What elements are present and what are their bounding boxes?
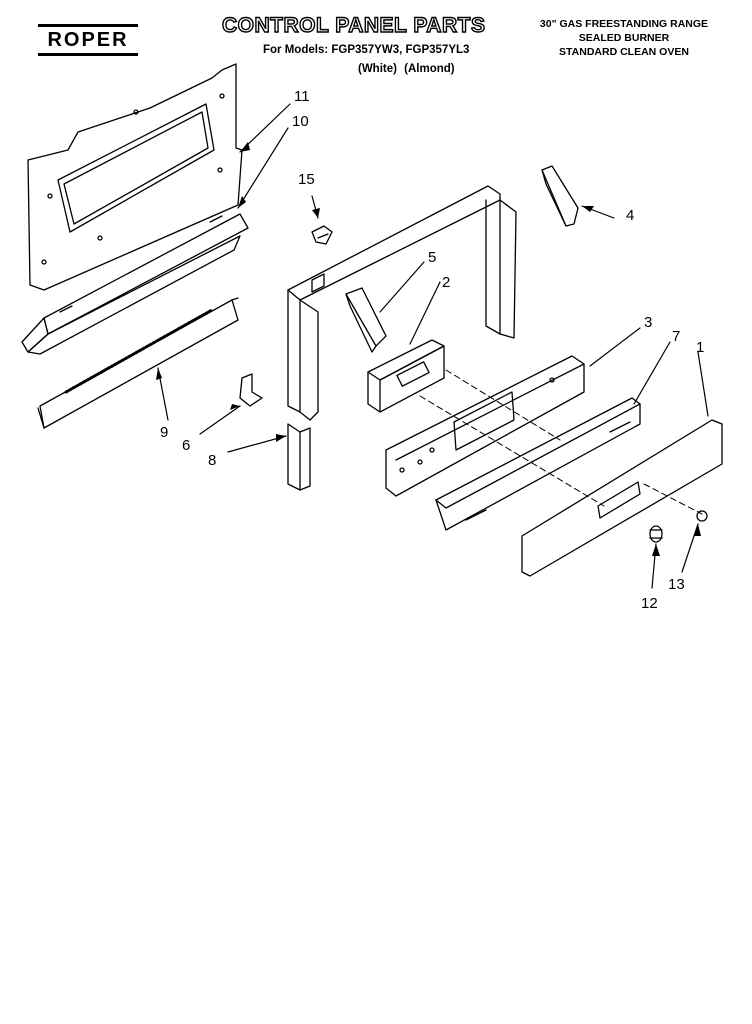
part-6-bracket <box>239 373 263 407</box>
callout-12: 12 <box>641 595 658 612</box>
part-3-panel-bracket <box>385 355 585 497</box>
model-numbers: For Models: FGP357YW3, FGP357YL3 <box>263 44 470 56</box>
callout-2: 2 <box>442 274 450 291</box>
part-11-control-panel-back <box>27 63 243 291</box>
part-13-cap <box>696 510 708 522</box>
page-title: CONTROL PANEL PARTS <box>221 13 486 37</box>
callout-8: 8 <box>208 452 216 469</box>
callout-15: 15 <box>298 171 315 188</box>
brand-logo: ROPER <box>38 24 138 56</box>
callout-5: 5 <box>428 249 436 266</box>
product-description: 30" GAS FREESTANDING RANGE SEALED BURNER… <box>525 17 723 59</box>
part-1-control-panel <box>521 419 723 577</box>
description-line: SEALED BURNER <box>578 32 670 44</box>
part-5-trim <box>345 287 387 353</box>
part-10-trim-strip <box>21 213 249 355</box>
part-8-side-frame <box>287 185 517 491</box>
callout-4: 4 <box>626 207 634 224</box>
callout-13: 13 <box>668 576 685 593</box>
model-colors: (White) (Almond) <box>358 63 455 75</box>
callout-labels: 11 10 15 5 2 4 3 7 1 9 6 8 12 13 <box>160 88 704 612</box>
part-2-clock-module <box>367 339 445 413</box>
description-line: STANDARD CLEAN OVEN <box>559 46 689 58</box>
part-9-vent-grille <box>37 297 239 429</box>
description-line: 30" GAS FREESTANDING RANGE <box>539 18 709 30</box>
alignment-lines <box>419 369 703 515</box>
leader-arrowheads <box>156 142 701 556</box>
callout-3: 3 <box>644 314 652 331</box>
part-4-bracket <box>541 165 579 227</box>
callout-10: 10 <box>292 113 309 130</box>
callout-9: 9 <box>160 424 168 441</box>
part-15-clip <box>311 225 333 245</box>
callout-11: 11 <box>294 88 310 105</box>
part-12-knob <box>649 525 663 543</box>
part-7-lower-channel <box>435 397 641 531</box>
leader-lines <box>157 103 709 589</box>
callout-1: 1 <box>696 339 704 356</box>
callout-7: 7 <box>672 328 680 345</box>
callout-6: 6 <box>182 437 190 454</box>
